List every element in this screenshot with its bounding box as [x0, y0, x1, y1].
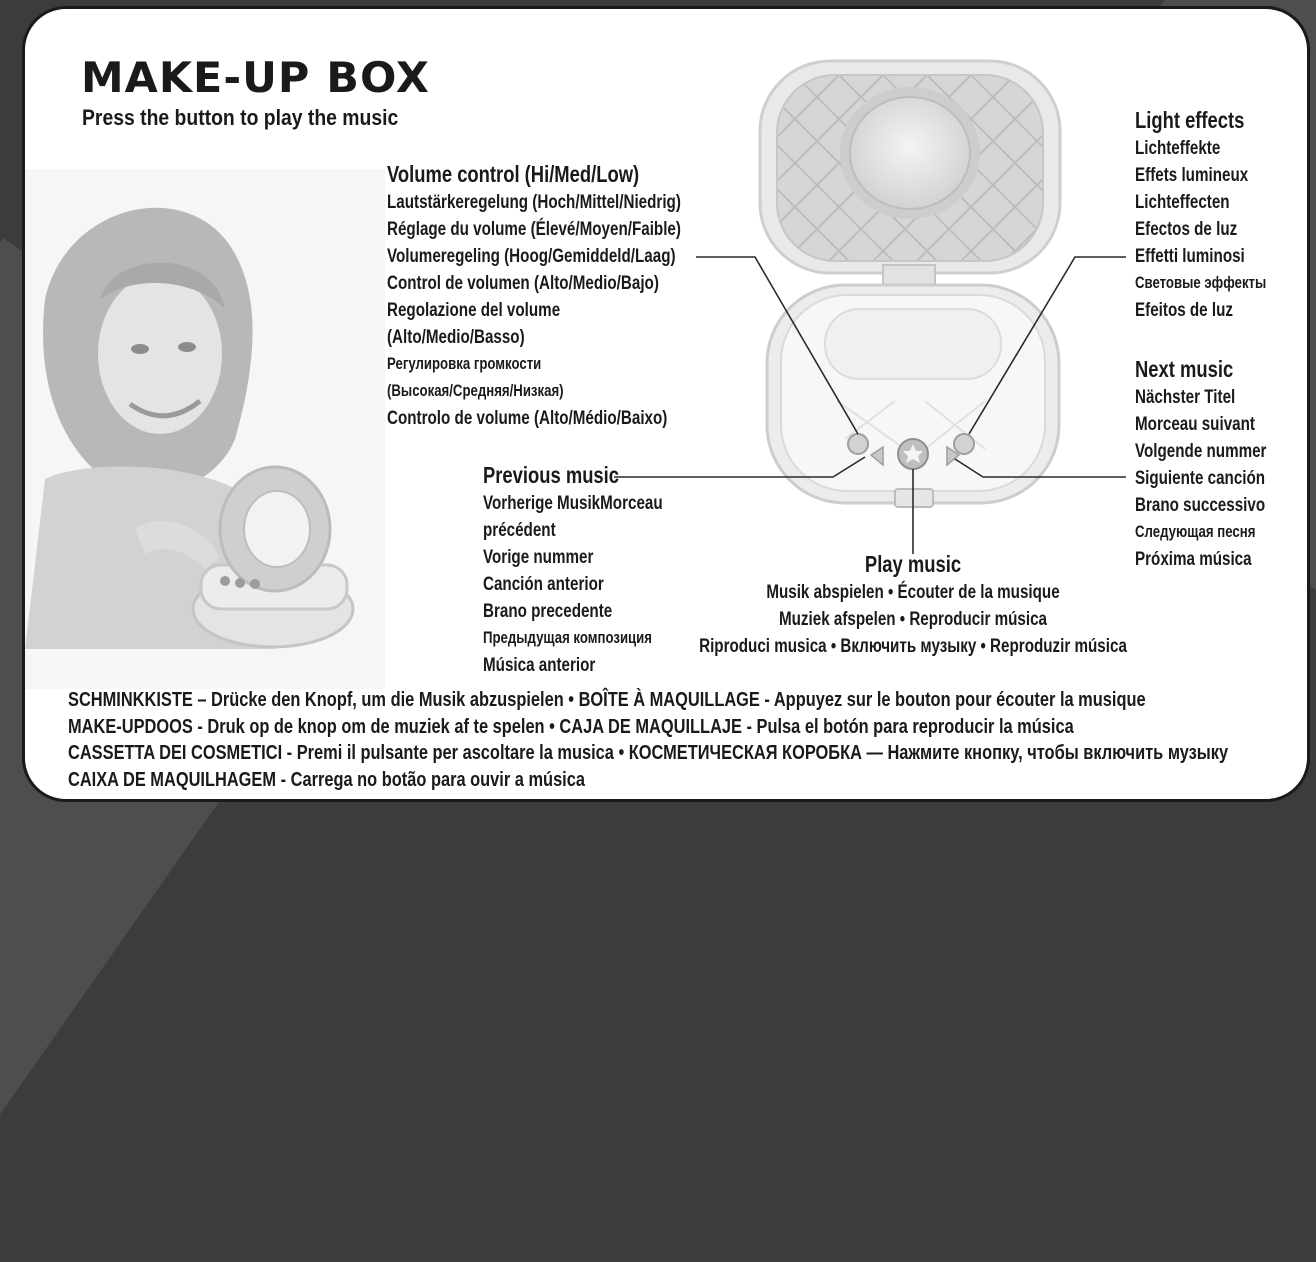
- instruction-card: MAKE-UP BOX Press the button to play the…: [22, 6, 1310, 802]
- next-line: Morceau suivant: [1135, 414, 1255, 435]
- previous-line: Vorherige MusikMorceau: [483, 493, 663, 514]
- next-line: Volgende nummer: [1135, 441, 1267, 462]
- light-line: Lichteffekte: [1135, 138, 1221, 159]
- previous-line: Canción anterior: [483, 574, 604, 595]
- illustrations: [25, 59, 1126, 689]
- play-line: Muziek afspelen • Reproducir música: [778, 609, 1048, 630]
- previous-line: Предыдущая композиция: [483, 629, 652, 647]
- makeup-box-toy: [758, 59, 1062, 508]
- play-music-block: Play music Musik abspielen • Écouter de …: [693, 549, 1133, 660]
- play-line: Riproduci musica • Включить музыку • Rep…: [699, 636, 1127, 657]
- volume-line: Volumeregeling (Hoog/Gemiddeld/Laag): [387, 246, 676, 267]
- volume-line: Controlo de volume (Alto/Médio/Baixo): [387, 408, 668, 429]
- volume-line: Réglage du volume (Élevé/Moyen/Faible): [387, 219, 681, 240]
- volume-line: Регулировка громкости: [387, 355, 542, 373]
- next-line: Brano successivo: [1135, 495, 1266, 516]
- previous-line: Vorige nummer: [483, 547, 594, 568]
- light-line: Efectos de luz: [1135, 219, 1238, 240]
- volume-line: Control de volumen (Alto/Medio/Bajo): [387, 273, 659, 294]
- light-line: Effetti luminosi: [1135, 246, 1245, 267]
- footer-line: SCHMINKKISTE – Drücke den Knopf, um die …: [68, 688, 1146, 711]
- previous-heading: Previous music: [483, 462, 620, 488]
- footer-translations: SCHMINKKISTE – Drücke den Knopf, um die …: [68, 687, 1228, 793]
- next-line: Siguiente canción: [1135, 468, 1266, 489]
- subtitle: Press the button to play the music: [82, 105, 399, 130]
- previous-music-block: Previous music Vorherige MusikMorceau pr…: [483, 460, 663, 679]
- light-line: Effets lumineux: [1135, 165, 1249, 186]
- light-effects-block: Light effects Lichteffekte Effets lumine…: [1135, 105, 1266, 324]
- volume-line: Lautstärkeregelung (Hoch/Mittel/Niedrig): [387, 192, 681, 213]
- volume-control-block: Volume control (Hi/Med/Low) Lautstärkere…: [387, 159, 681, 432]
- footer-line: MAKE-UPDOOS - Druk op de knop om de muzi…: [68, 714, 1074, 738]
- volume-heading: Volume control (Hi/Med/Low): [387, 161, 640, 187]
- next-line: Próxima música: [1135, 549, 1252, 570]
- play-heading: Play music: [864, 551, 962, 577]
- next-line: Следующая песня: [1135, 523, 1256, 541]
- volume-line: (Alto/Medio/Basso): [387, 327, 525, 348]
- footer-line: CAIXA DE MAQUILHAGEM - Carrega no botão …: [68, 767, 585, 791]
- girl-photo: [25, 169, 385, 689]
- page-title: MAKE-UP BOX: [81, 53, 430, 102]
- previous-line: Brano precedente: [483, 601, 613, 622]
- light-line: Lichteffecten: [1135, 192, 1230, 213]
- previous-line: précédent: [483, 520, 556, 541]
- footer-line: CASSETTA DEI COSMETICI - Premi il pulsan…: [68, 741, 1229, 764]
- play-line: Musik abspielen • Écouter de la musique: [766, 582, 1060, 603]
- next-heading: Next music: [1135, 356, 1234, 382]
- next-line: Nächster Titel: [1135, 387, 1236, 408]
- next-music-block: Next music Nächster Titel Morceau suivan…: [1135, 354, 1266, 573]
- callout-lines: [614, 256, 1126, 554]
- volume-line: Regolazione del volume: [387, 300, 561, 321]
- light-line: Efeitos de luz: [1135, 300, 1233, 321]
- volume-line: (Высокая/Средняя/Низкая): [387, 382, 564, 400]
- previous-line: Música anterior: [483, 655, 596, 676]
- light-line: Световые эффекты: [1135, 274, 1267, 292]
- light-heading: Light effects: [1135, 107, 1245, 133]
